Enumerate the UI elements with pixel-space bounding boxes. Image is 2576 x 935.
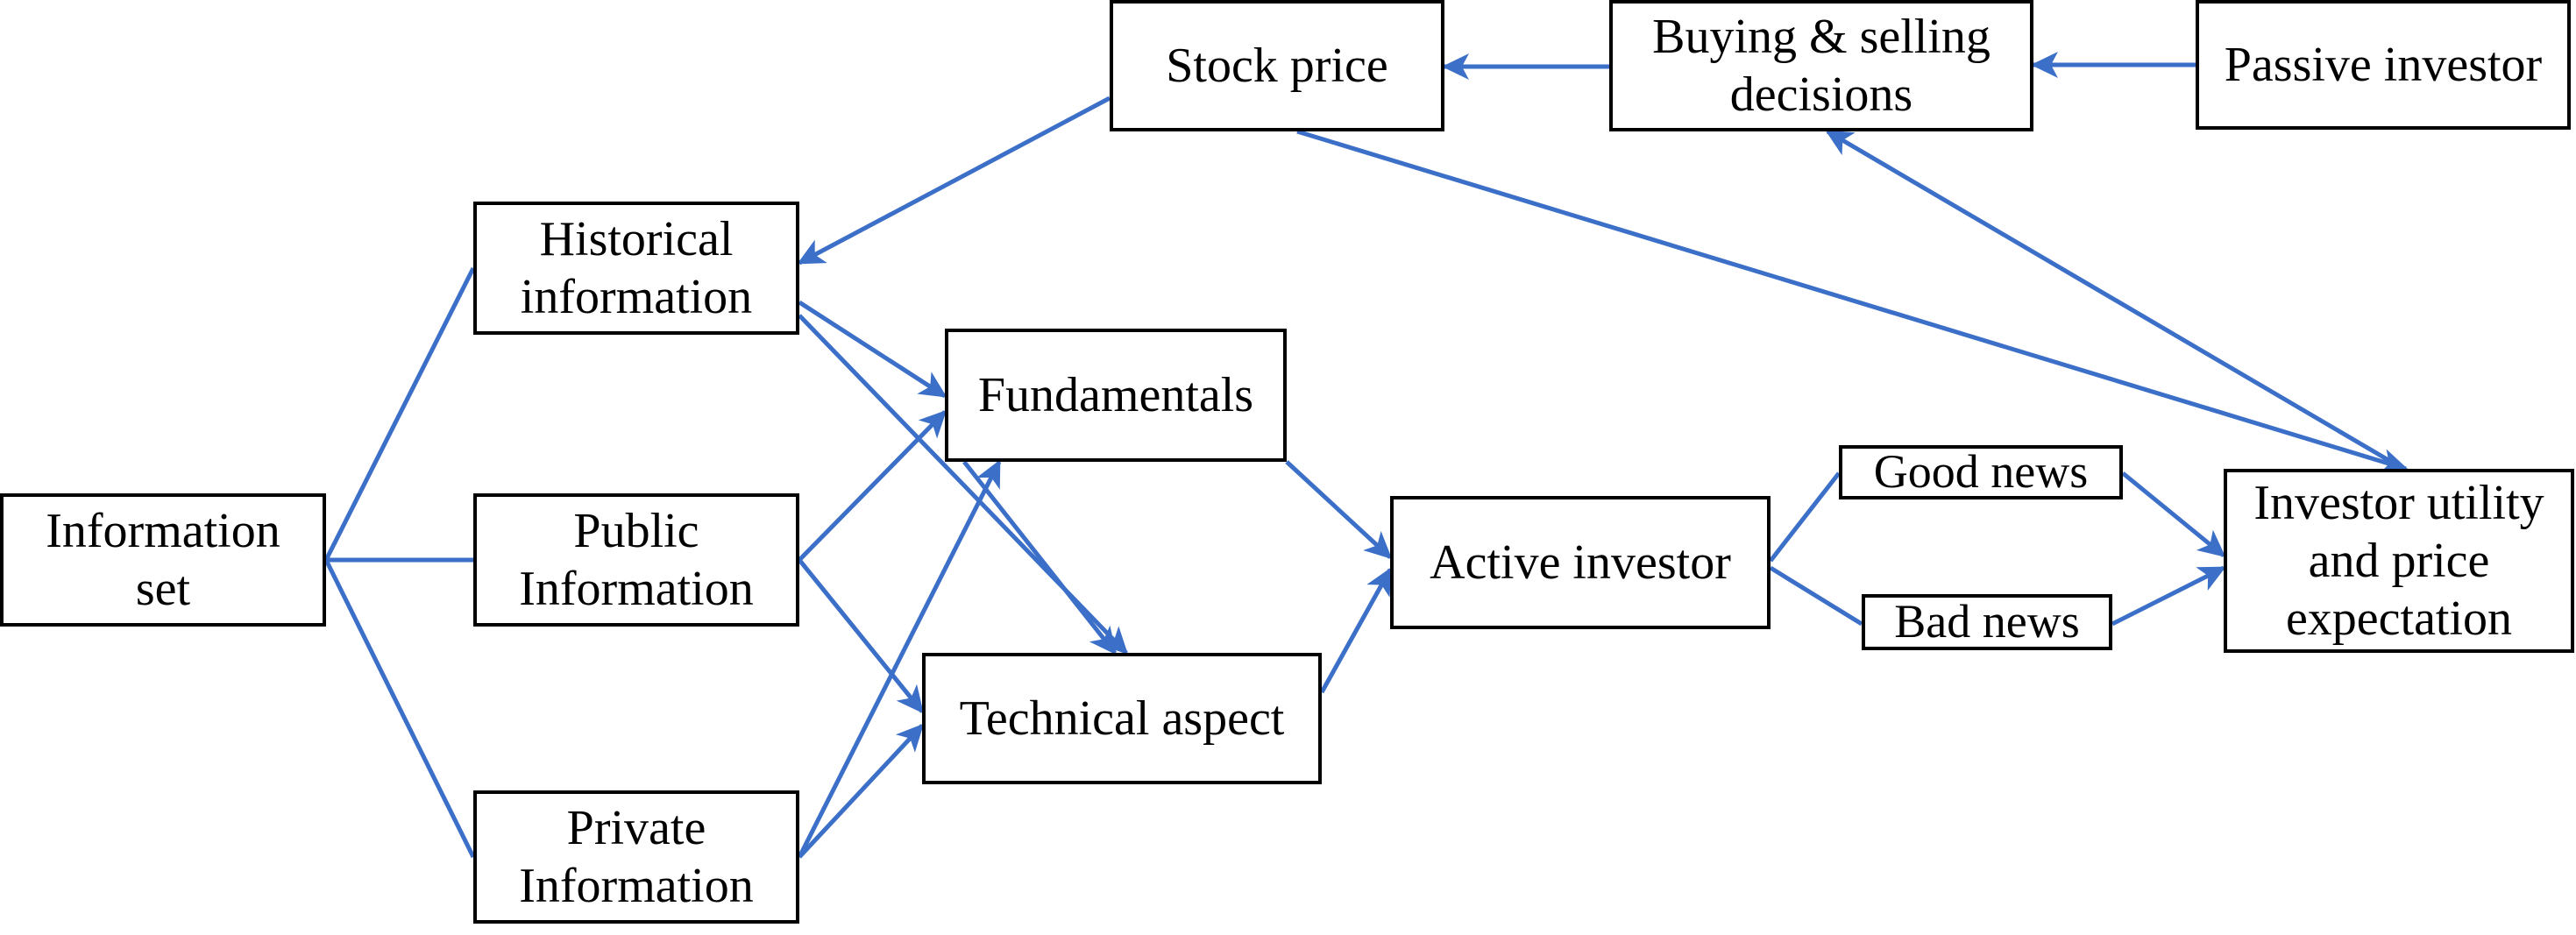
node-label-information_set: Information set bbox=[46, 503, 280, 616]
edge-utility-to-buying bbox=[1825, 129, 2405, 471]
node-label-active_investor: Active investor bbox=[1430, 535, 1731, 590]
node-label-private_info: Private Information bbox=[519, 800, 754, 913]
node-fundamentals[interactable]: Fundamentals bbox=[945, 329, 1287, 462]
edge-infoset-to-private bbox=[323, 558, 476, 859]
edge-stockprice-to-utility bbox=[1296, 129, 2409, 475]
node-label-good_news: Good news bbox=[1873, 445, 2089, 499]
edge-technical-to-active bbox=[1319, 567, 1393, 694]
node-bad_news[interactable]: Bad news bbox=[1862, 594, 2112, 650]
edge-goodnews-to-utility bbox=[2121, 471, 2226, 557]
node-stock_price[interactable]: Stock price bbox=[1110, 0, 1444, 131]
edge-infoset-to-historical bbox=[323, 266, 476, 562]
node-label-passive_investor: Passive investor bbox=[2224, 37, 2543, 92]
node-label-stock_price: Stock price bbox=[1166, 38, 1388, 93]
edge-active-to-goodnews bbox=[1769, 471, 1841, 563]
node-label-fundamentals: Fundamentals bbox=[977, 367, 1254, 422]
edge-public-to-technical bbox=[798, 558, 924, 714]
edge-badnews-to-utility bbox=[2111, 565, 2226, 627]
edge-active-to-badnews bbox=[1769, 565, 1863, 627]
edge-private-to-technical bbox=[798, 723, 925, 859]
edge-fundamentals-to-technical bbox=[962, 460, 1117, 655]
node-label-historical_info: Historical information bbox=[520, 211, 753, 324]
node-private_info[interactable]: Private Information bbox=[473, 790, 799, 924]
node-historical_info[interactable]: Historical information bbox=[473, 202, 799, 335]
node-public_info[interactable]: Public Information bbox=[473, 493, 799, 627]
node-label-public_info: Public Information bbox=[519, 503, 754, 616]
edge-fundamentals-to-active bbox=[1285, 460, 1393, 560]
edge-historical-to-stockprice bbox=[797, 96, 1111, 266]
node-label-investor_utility: Investor utility and price expectation bbox=[2253, 475, 2544, 647]
node-active_investor[interactable]: Active investor bbox=[1390, 496, 1771, 629]
node-label-technical_aspect: Technical aspect bbox=[959, 691, 1285, 746]
node-label-buying_selling: Buying & selling decisions bbox=[1652, 9, 1991, 122]
node-buying_selling[interactable]: Buying & selling decisions bbox=[1609, 0, 2033, 131]
node-technical_aspect[interactable]: Technical aspect bbox=[922, 653, 1322, 784]
node-passive_investor[interactable]: Passive investor bbox=[2196, 0, 2571, 130]
edge-public-to-fundamentals bbox=[798, 409, 947, 562]
node-good_news[interactable]: Good news bbox=[1839, 445, 2123, 499]
edge-historical-to-fundamentals bbox=[798, 300, 947, 399]
node-investor_utility[interactable]: Investor utility and price expectation bbox=[2224, 469, 2574, 653]
node-information_set[interactable]: Information set bbox=[0, 493, 326, 627]
node-label-bad_news: Bad news bbox=[1894, 595, 2080, 648]
